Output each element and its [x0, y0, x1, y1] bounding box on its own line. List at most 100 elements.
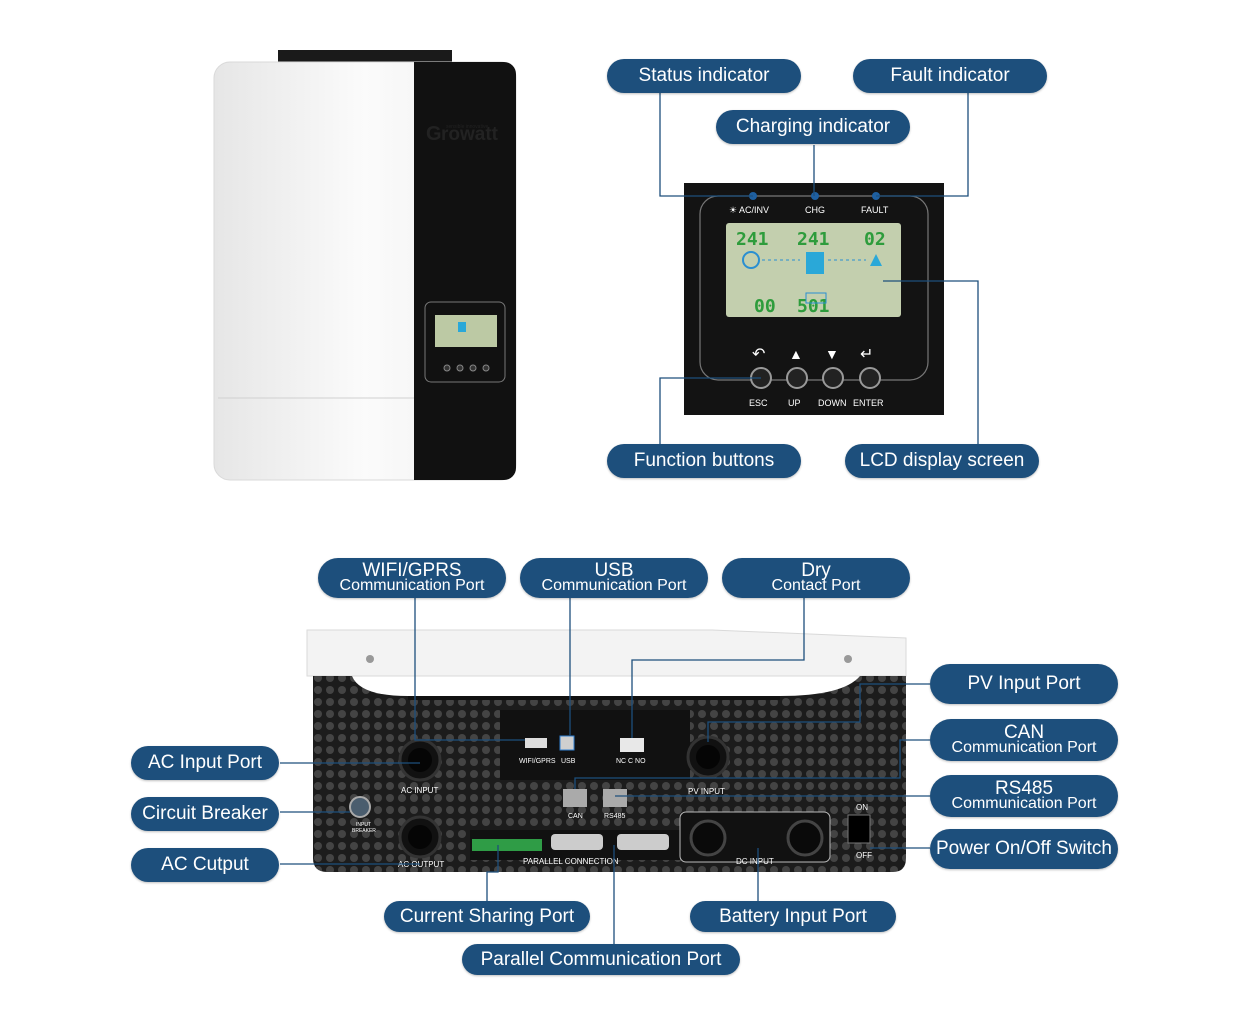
- up-arrow-icon: ▲: [789, 346, 803, 362]
- callout-parallel-label: Parallel Communication Port: [480, 948, 722, 970]
- rear-label-parallel: PARALLEL CONNECTION: [523, 857, 619, 866]
- callout-rs485-port: RS485 Communication Port: [930, 775, 1118, 817]
- callout-ac-input-port: AC Input Port: [131, 746, 279, 780]
- enter-arrow-icon: ↵: [860, 346, 873, 363]
- callout-pv-input-port: PV Input Port: [930, 664, 1118, 704]
- lcd-value-top-left: 241: [736, 229, 769, 250]
- enter-button-label: ENTER: [853, 398, 884, 408]
- callout-battery-input-port: Battery Input Port: [690, 901, 896, 932]
- callout-wifi-line2: Communication Port: [339, 577, 485, 594]
- esc-button-label: ESC: [749, 398, 768, 408]
- callout-power-label: Power On/Off Switch: [936, 838, 1112, 859]
- rear-label-ac-input: AC INPUT: [401, 786, 438, 795]
- rear-label-breaker: BREAKER: [352, 828, 376, 834]
- callout-circuit-breaker: Circuit Breaker: [131, 797, 279, 831]
- lcd-value-bottom-left: 00: [754, 296, 776, 317]
- callout-parallel-comm-port: Parallel Communication Port: [462, 944, 740, 975]
- lcd-plug-icon: [742, 251, 760, 269]
- lcd-value-top-mid: 241: [797, 229, 830, 250]
- callout-pv-label: PV Input Port: [967, 673, 1081, 694]
- callout-current-sharing-port: Current Sharing Port: [384, 901, 590, 932]
- callout-charging-label: Charging indicator: [735, 116, 891, 137]
- callout-wifi-line1: WIFI/GPRS: [362, 560, 462, 581]
- inverter-rear-view: WIFI/GPRS USB NC C NO AC INPUT PV INPUT …: [306, 629, 907, 872]
- dry-contact-port-icon: [620, 738, 644, 752]
- lcd-inverter-icon: [806, 252, 824, 274]
- callout-power-switch: Power On/Off Switch: [930, 829, 1118, 869]
- charging-led-icon: [811, 192, 819, 200]
- callout-function-buttons: Function buttons: [607, 444, 801, 478]
- callout-dry-line2: Contact Port: [771, 577, 861, 594]
- rear-label-can: CAN: [568, 813, 583, 820]
- inverter-front-view: G rowatt sensible innovative: [213, 50, 517, 481]
- rear-label-off: OFF: [856, 851, 872, 860]
- current-sharing-port-icon: [472, 839, 542, 851]
- callout-usb-line1: USB: [594, 560, 634, 581]
- rear-label-on: ON: [856, 803, 868, 812]
- down-button[interactable]: [822, 367, 844, 389]
- rear-label-nc-c-no: NC C NO: [616, 758, 646, 765]
- callout-dry-contact-port: Dry Contact Port: [722, 558, 910, 598]
- callout-fault-label: Fault indicator: [890, 65, 1010, 86]
- rear-label-usb: USB: [561, 758, 576, 765]
- callout-function-buttons-label: Function buttons: [633, 450, 775, 471]
- callout-charging-indicator: Charging indicator: [716, 110, 910, 144]
- led-label-fault: FAULT: [861, 205, 889, 215]
- brand-logo: G: [426, 123, 442, 145]
- callout-current-sharing-label: Current Sharing Port: [399, 905, 575, 927]
- callout-rs485-line2: Communication Port: [951, 795, 1097, 812]
- callout-rs485-line1: RS485: [994, 778, 1054, 799]
- up-button-label: UP: [788, 398, 801, 408]
- power-switch-icon[interactable]: [847, 814, 871, 844]
- brand-tagline: sensible innovative: [446, 124, 488, 130]
- lcd-value-bottom-mid: 501: [797, 296, 830, 317]
- esc-arrow-icon: ↶: [752, 346, 765, 363]
- callout-ac-output-label: AC Cutput: [161, 854, 249, 875]
- led-label-ac-inv: ☀: [729, 205, 737, 215]
- battery-input-port-b-icon: [786, 819, 824, 857]
- callout-status-indicator: Status indicator: [607, 59, 801, 93]
- parallel-port-b-icon: [617, 834, 669, 850]
- callout-status-label: Status indicator: [638, 65, 770, 86]
- enter-button[interactable]: [859, 367, 881, 389]
- up-button[interactable]: [786, 367, 808, 389]
- usb-port-icon: [559, 735, 575, 751]
- callout-breaker-label: Circuit Breaker: [142, 803, 268, 824]
- callout-dry-line1: Dry: [801, 560, 831, 581]
- rear-label-input: INPUT: [356, 822, 371, 828]
- lcd-battery-icon: [805, 292, 827, 304]
- callout-can-line2: Communication Port: [951, 739, 1097, 756]
- circuit-breaker-icon: [349, 796, 371, 818]
- panel-leader-lines: [659, 92, 979, 444]
- callout-wifi-gprs-port: WIFI/GPRS Communication Port: [318, 558, 506, 598]
- callout-lcd-label: LCD display screen: [859, 450, 1025, 471]
- rear-label-wifi: WIFI/GPRS: [519, 758, 556, 765]
- rear-label-rs485: RS485: [604, 813, 626, 820]
- callout-usb-line2: Communication Port: [541, 577, 687, 594]
- brand-name-text: rowatt: [441, 124, 499, 145]
- callout-can-line1: CAN: [1003, 722, 1045, 743]
- led-label-ac-inv-text: AC/INV: [739, 205, 769, 215]
- battery-input-port-a-icon: [689, 819, 727, 857]
- callout-lcd-display-screen: LCD display screen: [845, 444, 1039, 478]
- callout-usb-port: USB Communication Port: [520, 558, 708, 598]
- rs485-port-icon: [603, 789, 627, 807]
- lcd-home-icon: [870, 254, 882, 266]
- lcd-display: 241 241 02 00 501: [726, 223, 901, 317]
- rear-label-dc-input: DC INPUT: [736, 857, 774, 866]
- down-arrow-icon: ▼: [825, 346, 839, 362]
- led-label-chg: CHG: [805, 205, 825, 215]
- callout-battery-label: Battery Input Port: [719, 905, 867, 927]
- parallel-port-a-icon: [551, 834, 603, 850]
- lcd-value-top-right: 02: [864, 229, 886, 250]
- control-panel: ☀ AC/INV CHG FAULT 241 241 02 00 501 ↶ ▲…: [684, 183, 944, 415]
- callout-fault-indicator: Fault indicator: [853, 59, 1047, 93]
- rear-label-ac-output: AC OUTPUT: [398, 860, 444, 869]
- wifi-gprs-port-icon: [525, 738, 547, 748]
- rear-label-pv-input: PV INPUT: [688, 787, 725, 796]
- down-button-label: DOWN: [818, 398, 847, 408]
- can-port-icon: [563, 789, 587, 807]
- callout-can-port: CAN Communication Port: [930, 719, 1118, 761]
- callout-ac-input-label: AC Input Port: [147, 752, 263, 773]
